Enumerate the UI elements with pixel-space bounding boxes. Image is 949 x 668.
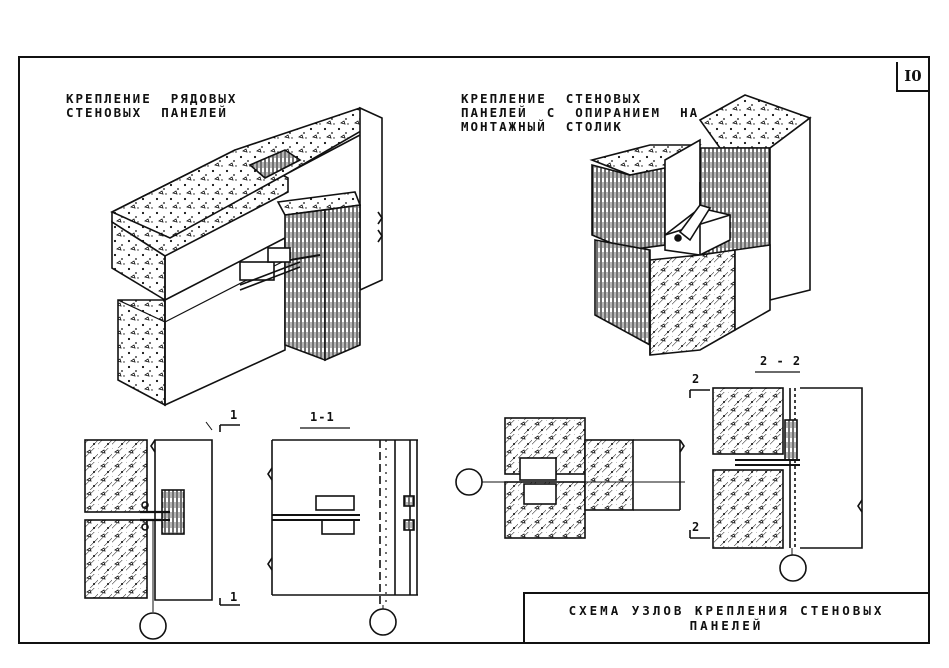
title-line2: ПАНЕЛЕЙ: [689, 618, 764, 633]
caption-left-line1: КРЕПЛЕНИЕ РЯДОВЫХ: [66, 91, 238, 106]
section-mark-2-bottom: 2: [692, 520, 701, 534]
section-1-1: [267, 427, 418, 636]
section-mark-1-top: 1: [230, 408, 239, 422]
title-line1: СХЕМА УЗЛОВ КРЕПЛЕНИЯ СТЕНОВЫХ: [568, 603, 885, 618]
title-block: СХЕМА УЗЛОВ КРЕПЛЕНИЯ СТЕНОВЫХ ПАНЕЛЕЙ: [523, 592, 928, 642]
iso-ordinary-panels: [110, 106, 383, 407]
caption-right-line3: МОНТАЖНЫЙ СТОЛИК: [461, 119, 623, 134]
sheet-number: I0: [896, 62, 928, 92]
caption-right-line2: ПАНЕЛЕЙ С ОПИРАНИЕМ НА: [461, 105, 700, 120]
section-2-2: [689, 371, 863, 582]
caption-left-line2: СТЕНОВЫХ ПАНЕЛЕЙ: [66, 105, 228, 120]
caption-right-line1: КРЕПЛЕНИЕ СТЕНОВЫХ: [461, 91, 642, 106]
section-label-1-1: 1-1: [310, 410, 335, 424]
iso-mounting-table: [589, 94, 812, 356]
section-mark-1-bottom: 1: [230, 590, 239, 604]
plan-node-1: [84, 421, 240, 640]
drawing-frame: [18, 56, 930, 644]
section-label-2-2: 2 - 2: [760, 354, 802, 368]
section-mark-2-top: 2: [692, 372, 701, 386]
plan-node-2: [455, 417, 685, 539]
